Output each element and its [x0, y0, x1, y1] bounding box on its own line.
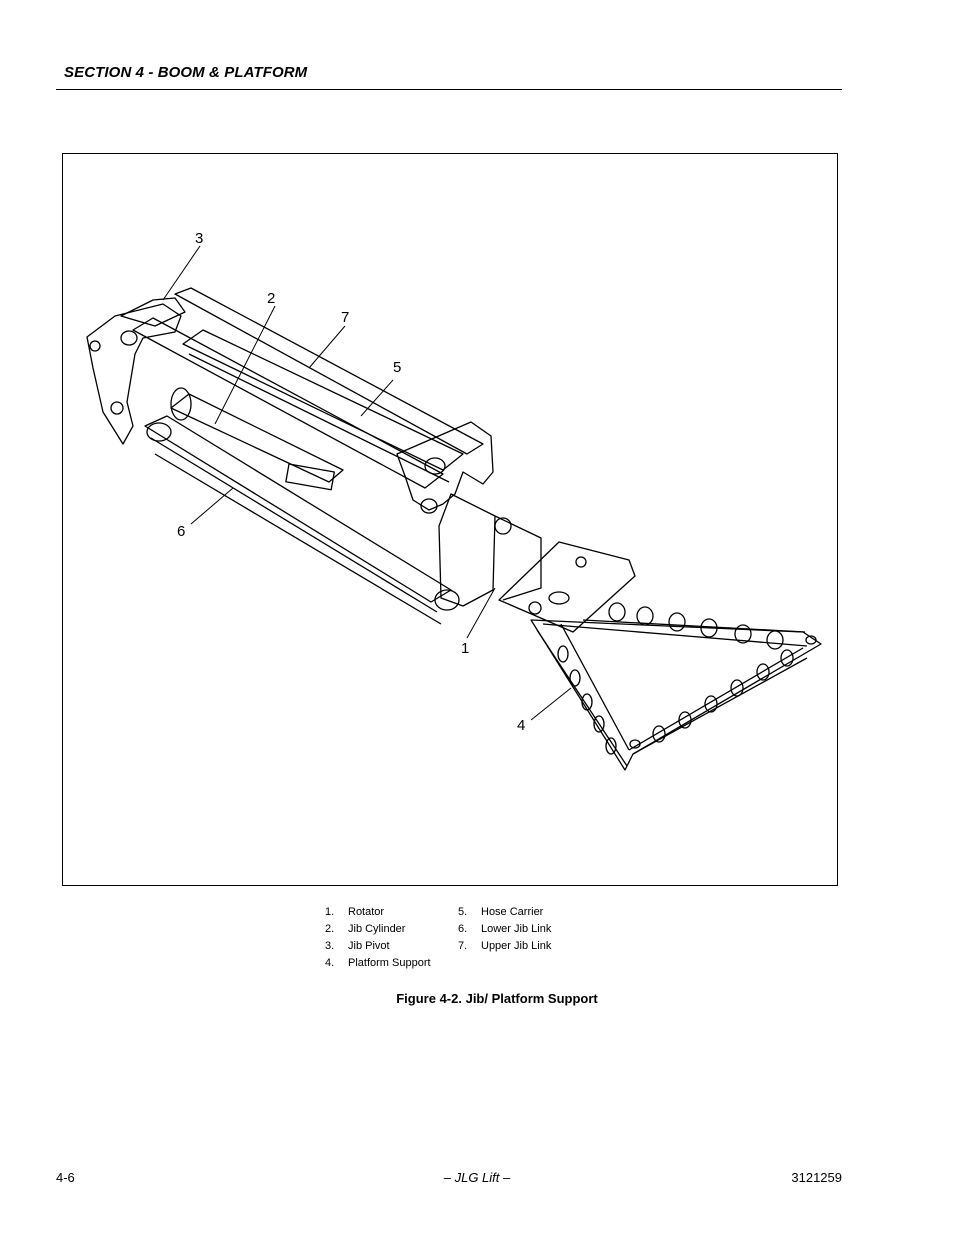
- page-number: 4-6: [56, 1170, 75, 1185]
- jib-cylinder: [170, 393, 344, 483]
- figure-caption: Figure 4-2. Jib/ Platform Support: [396, 991, 598, 1006]
- legend-column-2: 5.Hose Carrier 6.Lower Jib Link 7.Upper …: [458, 906, 551, 957]
- legend-column-1: 1.Rotator 2.Jib Cylinder 3.Jib Pivot 4.P…: [325, 906, 431, 974]
- header-rule: [56, 89, 842, 90]
- upper-jib-link: [132, 317, 444, 489]
- lower-jib-link: [144, 415, 452, 603]
- callout-7: 7: [341, 309, 349, 326]
- legend-item: 4.Platform Support: [325, 957, 431, 969]
- rotator: [438, 493, 496, 607]
- callout-4: 4: [517, 717, 525, 734]
- legend-item: 2.Jib Cylinder: [325, 923, 406, 935]
- platform-support: [530, 619, 822, 771]
- legend-item: 5.Hose Carrier: [458, 906, 544, 918]
- legend-item: 3.Jib Pivot: [325, 940, 390, 952]
- document-number: 3121259: [791, 1170, 842, 1185]
- callout-5: 5: [393, 359, 401, 376]
- legend-item: 7.Upper Jib Link: [458, 940, 552, 952]
- figure-frame: 3 2 7 5 6 1 4: [62, 153, 838, 886]
- callout-2: 2: [267, 290, 275, 307]
- section-title: SECTION 4 - BOOM & PLATFORM: [64, 64, 308, 81]
- footer-brand: – JLG Lift –: [443, 1170, 511, 1185]
- callout-1: 1: [461, 640, 469, 657]
- legend-item: 6.Lower Jib Link: [458, 923, 552, 935]
- hose-carrier: [182, 329, 464, 471]
- callout-3: 3: [195, 230, 203, 247]
- legend-item: 1.Rotator: [325, 906, 385, 918]
- jib-platform-drawing: 3 2 7 5 6 1 4: [86, 230, 822, 771]
- callout-6: 6: [177, 523, 185, 540]
- jib-pivot-plate: [86, 303, 182, 445]
- lightening-holes: [557, 602, 794, 755]
